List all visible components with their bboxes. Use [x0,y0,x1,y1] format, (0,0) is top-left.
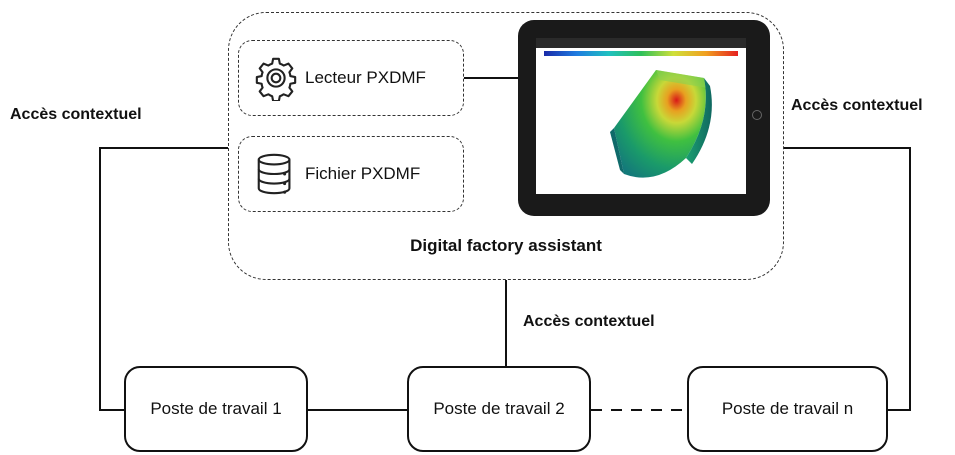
simulation-shape [610,70,712,178]
right-context-line [784,147,911,411]
tablet-status-bar [536,38,746,48]
database-icon [257,153,291,195]
gear-icon [255,57,297,101]
fichier-pxdmf-box: Fichier PXDMF [238,136,464,212]
left-context-line [99,147,228,411]
fichier-pxdmf-label: Fichier PXDMF [305,164,421,183]
workstation-1: Poste de travail 1 [124,366,308,452]
color-scale-bar [544,51,738,56]
workstation-n: Poste de travail n [687,366,888,452]
assistant-title: Digital factory assistant [410,236,602,255]
workstation-2: Poste de travail 2 [407,366,591,452]
tablet-home-button [752,110,762,120]
context-label-right: Accès contextuel [791,97,923,114]
lecteur-pxdmf-box: Lecteur PXDMF [238,40,464,116]
context-label-left: Accès contextuel [10,106,142,123]
context-label-center: Accès contextuel [523,313,655,330]
lecteur-pxdmf-label: Lecteur PXDMF [305,68,426,87]
tablet-screen [536,38,746,194]
digital-factory-assistant-box [228,12,784,280]
